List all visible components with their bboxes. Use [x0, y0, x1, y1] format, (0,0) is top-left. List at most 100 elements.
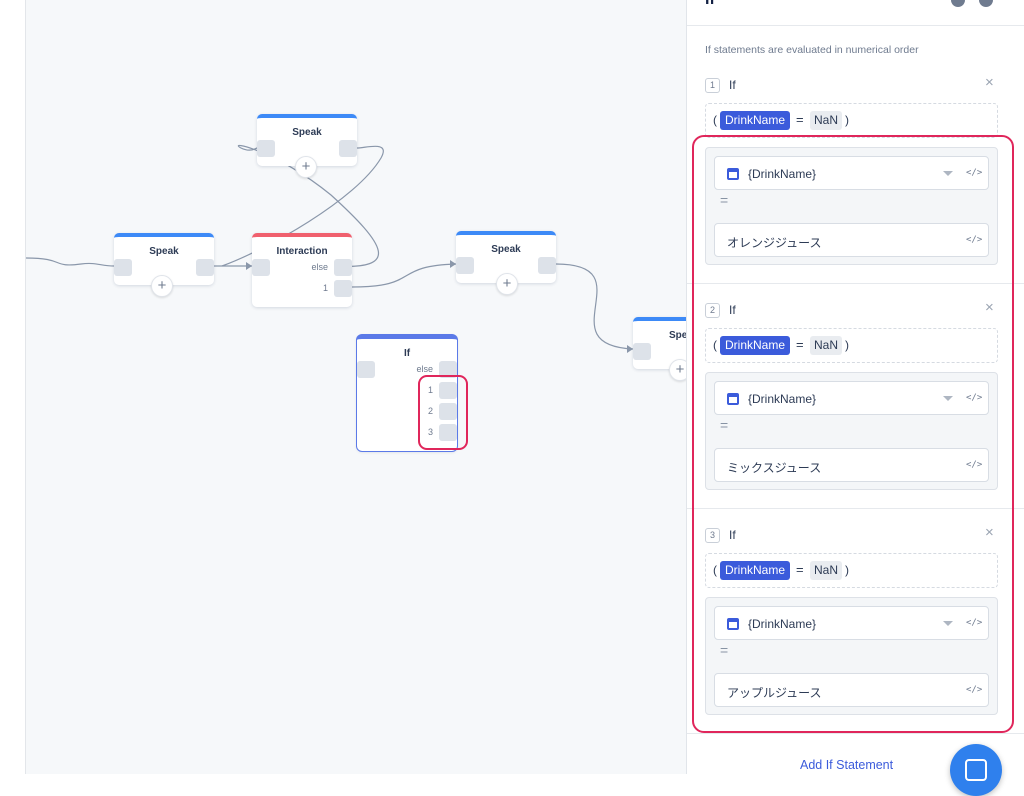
value-input[interactable]: ミックスジュース </>	[714, 448, 989, 482]
close-paren: )	[845, 338, 849, 352]
section-divider	[687, 283, 1024, 284]
statement-number: 3	[705, 528, 720, 543]
close-icon[interactable]: ×	[985, 524, 994, 541]
node-title: If	[403, 348, 411, 359]
condition-editor: {DrinkName} </> = オレンジジュース </>	[705, 147, 998, 265]
equals-sign: =	[720, 642, 729, 658]
output-port[interactable]	[439, 361, 457, 378]
chevron-down-icon[interactable]	[943, 171, 953, 176]
operator: =	[796, 562, 804, 577]
condition-editor: {DrinkName} </> = アップルジュース </>	[705, 597, 998, 715]
value-input-text: アップルジュース	[727, 686, 822, 700]
port-label: 2	[427, 406, 433, 416]
variable-icon	[727, 168, 739, 180]
variable-select[interactable]: {DrinkName} </>	[714, 156, 989, 190]
panel-title: If	[705, 0, 715, 9]
open-paren: (	[713, 338, 717, 352]
interaction-node[interactable]: Interaction else 1	[252, 233, 352, 307]
output-port[interactable]	[334, 259, 352, 276]
value-input[interactable]: アップルジュース </>	[714, 673, 989, 707]
code-icon[interactable]: </>	[966, 393, 983, 403]
condition-expression[interactable]: ( DrinkName = NaN )	[705, 103, 998, 138]
left-gutter	[0, 0, 26, 774]
close-icon[interactable]: ×	[985, 299, 994, 316]
value-chip[interactable]: NaN	[810, 561, 843, 580]
panel-header: If	[687, 0, 1024, 26]
value-input-text: オレンジジュース	[727, 236, 822, 250]
equals-sign: =	[720, 417, 729, 433]
code-icon[interactable]: </>	[966, 685, 983, 695]
condition-expression[interactable]: ( DrinkName = NaN )	[705, 553, 998, 588]
add-step-button[interactable]: +	[496, 273, 518, 295]
close-icon[interactable]: ×	[985, 74, 994, 91]
output-port[interactable]	[538, 257, 556, 274]
add-step-button[interactable]: +	[669, 359, 686, 381]
open-paren: (	[713, 563, 717, 577]
output-port[interactable]	[196, 259, 214, 276]
output-port[interactable]	[439, 424, 457, 441]
value-chip[interactable]: NaN	[810, 336, 843, 355]
chevron-down-icon[interactable]	[943, 396, 953, 401]
variable-chip[interactable]: DrinkName	[720, 336, 791, 355]
statement-label: If	[729, 78, 736, 92]
add-if-statement-button[interactable]: Add If Statement	[800, 758, 894, 772]
port-label: else	[416, 364, 433, 374]
input-port[interactable]	[114, 259, 132, 276]
speak-node[interactable]: Speak	[114, 233, 214, 285]
flow-canvas[interactable]: Speak + Speak + Interaction else 1 Speak…	[26, 0, 686, 774]
output-port[interactable]	[439, 403, 457, 420]
input-port[interactable]	[456, 257, 474, 274]
chevron-down-icon[interactable]	[943, 621, 953, 626]
output-port[interactable]	[334, 280, 352, 297]
node-title: Speak	[491, 244, 521, 255]
chat-icon	[965, 759, 987, 781]
variable-select[interactable]: {DrinkName} </>	[714, 606, 989, 640]
arrow-head	[246, 262, 252, 270]
operator: =	[796, 337, 804, 352]
floating-action-button[interactable]	[950, 744, 1002, 796]
port-label: 1	[322, 283, 328, 293]
node-title: Speak	[292, 127, 322, 138]
section-divider	[687, 508, 1024, 509]
port-label: else	[311, 262, 328, 272]
code-icon[interactable]: </>	[966, 460, 983, 470]
condition-expression[interactable]: ( DrinkName = NaN )	[705, 328, 998, 363]
variable-chip[interactable]: DrinkName	[720, 561, 791, 580]
variable-select-value: {DrinkName}	[748, 617, 817, 631]
panel-hint: If statements are evaluated in numerical…	[705, 44, 919, 56]
variable-select-value: {DrinkName}	[748, 392, 817, 406]
port-label: 3	[427, 427, 433, 437]
variable-select[interactable]: {DrinkName} </>	[714, 381, 989, 415]
connection-line	[26, 257, 115, 267]
input-port[interactable]	[252, 259, 270, 276]
output-port[interactable]	[439, 382, 457, 399]
add-step-button[interactable]: +	[295, 156, 317, 178]
output-port[interactable]	[339, 140, 357, 157]
if-node[interactable]: If else 1 2 3	[357, 335, 457, 451]
value-chip[interactable]: NaN	[810, 111, 843, 130]
arrow-head	[627, 345, 633, 353]
statement-label: If	[729, 528, 736, 542]
code-icon[interactable]: </>	[966, 168, 983, 178]
input-port[interactable]	[633, 343, 651, 360]
condition-editor: {DrinkName} </> = ミックスジュース </>	[705, 372, 998, 490]
if-editor-panel: If If statements are evaluated in numeri…	[686, 0, 1024, 774]
node-title: Interaction	[276, 246, 328, 257]
equals-sign: =	[720, 192, 729, 208]
value-input[interactable]: オレンジジュース </>	[714, 223, 989, 257]
close-paren: )	[845, 563, 849, 577]
node-title: Spe	[669, 330, 686, 341]
node-title: Speak	[149, 246, 179, 257]
statement-number: 2	[705, 303, 720, 318]
variable-chip[interactable]: DrinkName	[720, 111, 791, 130]
code-icon[interactable]: </>	[966, 618, 983, 628]
statement-number: 1	[705, 78, 720, 93]
gear-icon[interactable]	[979, 0, 993, 7]
info-icon[interactable]	[951, 0, 965, 7]
statement-label: If	[729, 303, 736, 317]
variable-icon	[727, 618, 739, 630]
input-port[interactable]	[257, 140, 275, 157]
input-port[interactable]	[357, 361, 375, 378]
add-step-button[interactable]: +	[151, 275, 173, 297]
code-icon[interactable]: </>	[966, 235, 983, 245]
